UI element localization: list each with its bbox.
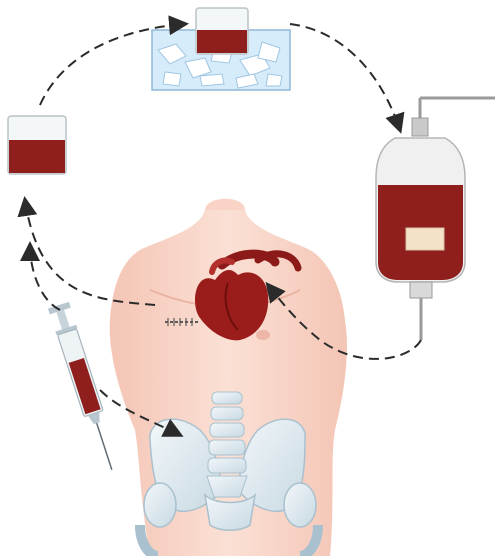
- arrow-syringe-to-beaker: [30, 245, 60, 310]
- ice-bath-icon: [152, 8, 290, 90]
- blood-bag-icon: [376, 98, 495, 340]
- blood-beaker-icon: [196, 8, 248, 54]
- arrow-ice-to-bag: [290, 24, 400, 130]
- blood-beaker-icon: [8, 116, 66, 174]
- spine-icon: [207, 392, 247, 497]
